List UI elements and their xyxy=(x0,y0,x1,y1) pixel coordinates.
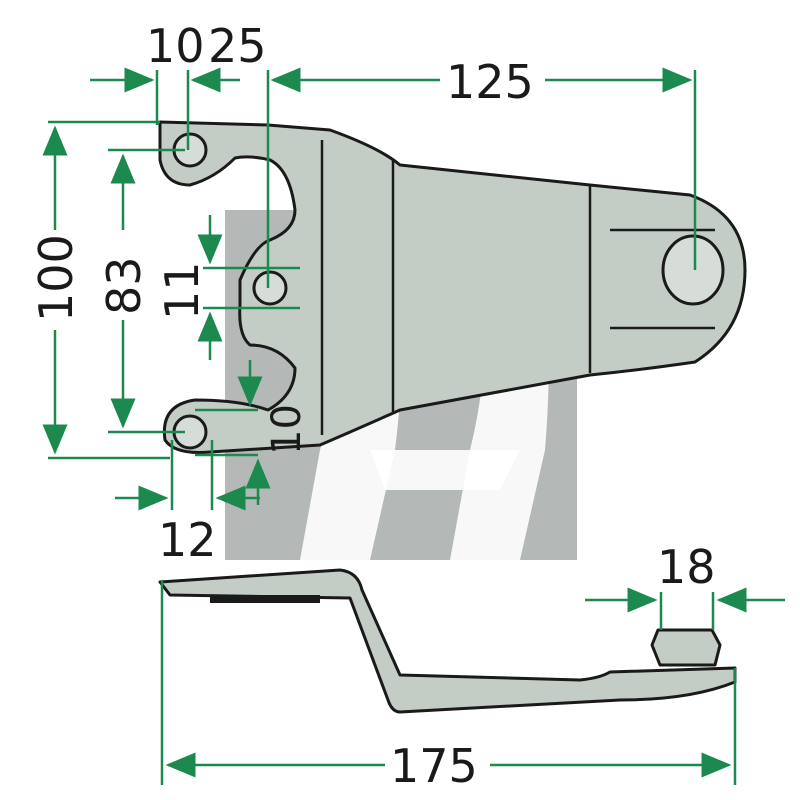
dim-bottom-hole: 12 xyxy=(158,513,217,567)
bracket-side-view xyxy=(158,568,737,714)
dim-side-pin: 18 xyxy=(657,540,716,594)
dim-height-total: 100 xyxy=(29,234,83,322)
dim-top-left-b: 25 xyxy=(208,19,267,73)
dim-slot-height: 11 xyxy=(155,261,209,320)
dim-top-span: 125 xyxy=(446,55,534,109)
dim-slot-depth: 10 xyxy=(264,404,310,455)
large-hole xyxy=(661,234,725,306)
dimension-lines xyxy=(42,67,785,785)
dim-height-inner: 83 xyxy=(97,256,151,315)
middle-hole xyxy=(252,270,288,306)
dim-top-left-a: 10 xyxy=(146,19,205,73)
bracket-top-view xyxy=(158,120,747,454)
dim-side-length: 175 xyxy=(390,739,478,793)
